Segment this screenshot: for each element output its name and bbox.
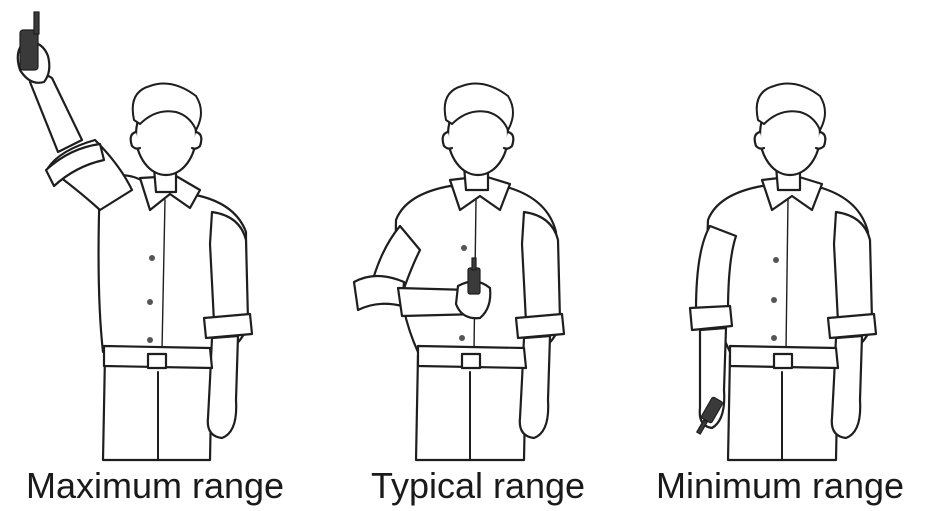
figure-typical-range — [354, 84, 564, 460]
figure-minimum-range — [690, 84, 876, 460]
figure-maximum-range — [18, 12, 252, 460]
caption-typical-range: Typical range — [333, 466, 623, 506]
caption-minimum-range: Minimum range — [635, 466, 925, 506]
caption-maximum-range: Maximum range — [10, 466, 300, 506]
radio-icon-maximum — [20, 12, 39, 70]
